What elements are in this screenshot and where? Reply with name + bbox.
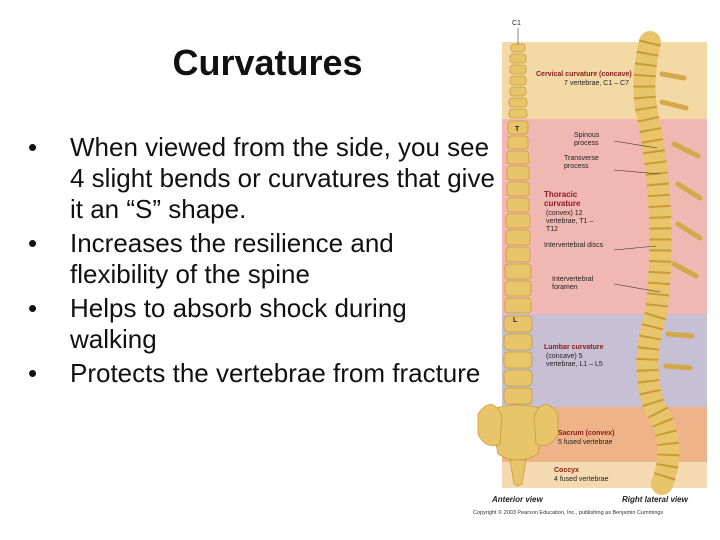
pelvis-right bbox=[533, 404, 559, 447]
lumbar-band bbox=[502, 314, 707, 407]
c1-label: C1 bbox=[512, 20, 521, 27]
spinous-process-label: Spinous process bbox=[574, 132, 600, 147]
right-lateral-view-label: Right lateral view bbox=[622, 495, 688, 504]
thoracic-label: Thoracic curvature bbox=[544, 190, 581, 208]
anterior-view-label: Anterior view bbox=[492, 495, 543, 504]
bullet-item: • Helps to absorb shock during walking bbox=[28, 293, 498, 355]
lateral-spinous-processes bbox=[659, 71, 703, 371]
bullet-item: • When viewed from the side, you see 4 sl… bbox=[28, 132, 498, 225]
bullet-text: Protects the vertebrae from fracture bbox=[70, 358, 481, 388]
cervical-sublabel: 7 vertebrae, C1 – C7 bbox=[564, 80, 629, 87]
region-letter-t: T bbox=[515, 126, 520, 133]
bullet-dot: • bbox=[28, 358, 38, 388]
lateral-spine-discs bbox=[633, 39, 680, 489]
pelvis-left bbox=[477, 404, 503, 447]
cervical-label: Cervical curvature (concave) bbox=[536, 71, 632, 78]
bullet-item: • Increases the resilience and flexibilit… bbox=[28, 228, 498, 290]
coccyx-sublabel: 4 fused vertebrae bbox=[554, 476, 609, 483]
bullet-dot: • bbox=[28, 293, 38, 323]
region-letter-l: L bbox=[513, 317, 518, 324]
transverse-process-label: Transverse process bbox=[564, 155, 599, 170]
bullet-dot: • bbox=[28, 228, 38, 258]
lumbar-sublabel: (concave) 5 vertebrae, L1 – L5 bbox=[546, 353, 603, 368]
bullet-text: Helps to absorb shock during walking bbox=[70, 293, 407, 354]
intervertebral-discs-label: Intervertebral discs bbox=[544, 242, 604, 249]
thoracic-sublabel: (convex) 12 vertebrae, T1 – T12 bbox=[546, 210, 594, 233]
leader-lines bbox=[613, 140, 661, 293]
thoracic-band bbox=[502, 119, 707, 314]
coccyx-label: Coccyx bbox=[554, 467, 579, 474]
intervertebral-foramen-label: Intervertebral foramen bbox=[552, 276, 594, 291]
bullet-text: When viewed from the side, you see 4 sli… bbox=[70, 132, 495, 224]
spine-figure: C1 T L Cervical curvature (concave) 7 ve… bbox=[472, 14, 710, 522]
sacrum-sublabel: 5 fused vertebrae bbox=[558, 439, 613, 446]
anterior-spine bbox=[489, 43, 547, 487]
bullet-dot: • bbox=[28, 132, 38, 162]
bullet-item: • Protects the vertebrae from fracture bbox=[28, 358, 498, 389]
spine-illustration bbox=[477, 28, 707, 495]
bullet-text: Increases the resilience and flexibility… bbox=[70, 228, 394, 289]
figure-copyright: Copyright © 2003 Pearson Education, Inc.… bbox=[473, 510, 664, 516]
bullet-list: • When viewed from the side, you see 4 sl… bbox=[28, 132, 498, 392]
lumbar-label: Lumbar curvature bbox=[544, 344, 604, 351]
sacrum-label: Sacrum (convex) bbox=[558, 430, 615, 437]
slide-title: Curvatures bbox=[172, 42, 363, 83]
